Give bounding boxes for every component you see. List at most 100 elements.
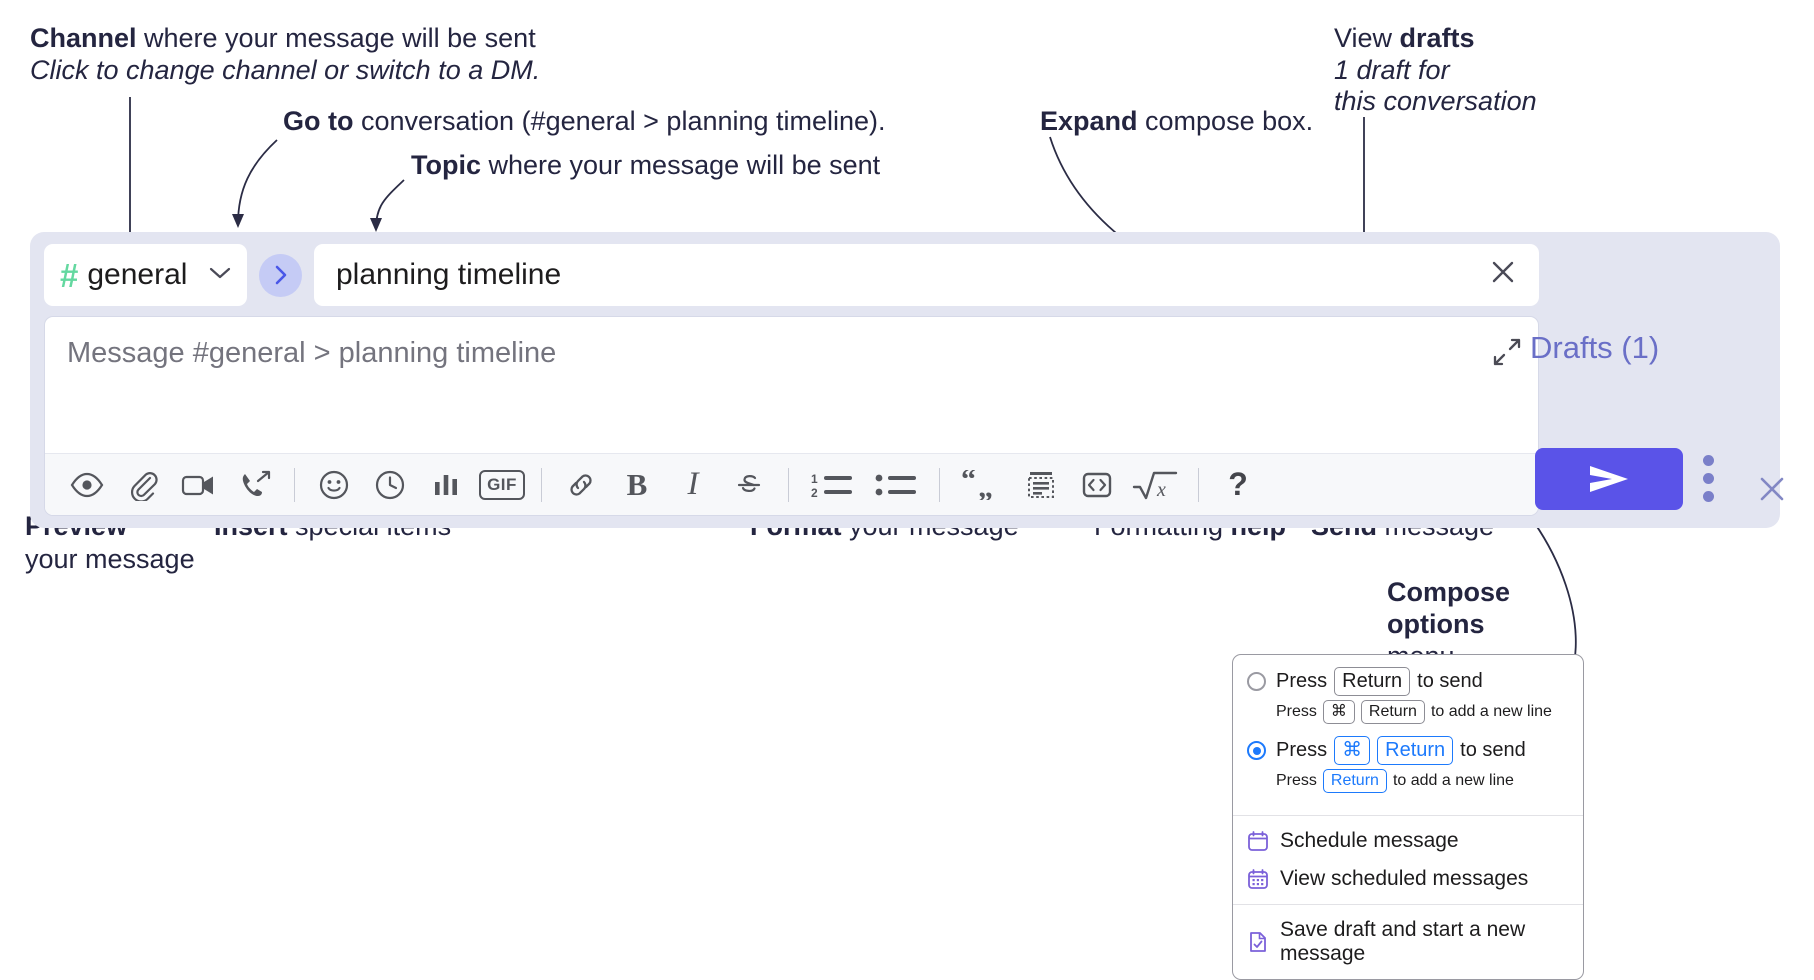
opt1-sub-key-cmd: ⌘: [1322, 700, 1355, 724]
menu-item-schedule-message[interactable]: Schedule message: [1233, 822, 1583, 860]
bold-icon[interactable]: B: [609, 457, 665, 513]
code-icon[interactable]: [1069, 457, 1125, 513]
goto-conversation-button[interactable]: [259, 253, 302, 297]
annotation-drafts-sub2: this conversation: [1334, 86, 1537, 118]
menu-item-view-scheduled[interactable]: View scheduled messages: [1233, 860, 1583, 898]
option-cmd-return-to-send-sub: Press Return to add a new line: [1276, 769, 1569, 793]
annotation-drafts-sub2-text: this conversation: [1334, 86, 1537, 116]
opt2-key-return: Return: [1377, 736, 1454, 765]
message-editor[interactable]: Message #general > planning timeline: [44, 316, 1539, 516]
toolbar-separator: [1198, 467, 1199, 502]
svg-text:x: x: [1156, 479, 1166, 501]
annotation-preview-sub: your message: [25, 544, 195, 576]
svg-text:2: 2: [811, 486, 818, 499]
menu-divider: [1233, 904, 1583, 905]
topic-input[interactable]: planning timeline: [314, 244, 1539, 306]
opt1-sub-prefix: Press: [1276, 703, 1317, 720]
toolbar-separator: [541, 467, 542, 502]
radio-selected-icon[interactable]: [1247, 741, 1266, 760]
italic-label: I: [687, 466, 699, 502]
expand-compose-icon[interactable]: [1492, 337, 1522, 372]
message-placeholder: Message #general > planning timeline: [67, 337, 557, 369]
toolbar-separator: [294, 467, 295, 502]
annotation-expand: Expand compose box.: [1040, 106, 1313, 138]
link-icon[interactable]: [553, 457, 609, 513]
clear-topic-icon[interactable]: [1483, 258, 1523, 292]
italic-icon[interactable]: I: [665, 457, 721, 513]
code-block-icon[interactable]: [1013, 457, 1069, 513]
chevron-down-icon: [209, 264, 231, 286]
formatting-help-icon[interactable]: ?: [1210, 457, 1266, 513]
channel-selector[interactable]: # general: [44, 244, 247, 306]
annotation-goto-bold: Go to: [283, 106, 354, 136]
channel-name: general: [87, 258, 188, 291]
bulleted-list-icon[interactable]: [864, 457, 928, 513]
gif-icon[interactable]: GIF: [474, 457, 530, 513]
compose-header-row: # general planning timeline: [44, 244, 1539, 306]
annotation-drafts-sub1: 1 draft for: [1334, 55, 1450, 87]
poll-icon[interactable]: [418, 457, 474, 513]
opt2-key-cmd: ⌘: [1334, 736, 1371, 765]
annotation-compose-options-l2: options: [1387, 609, 1485, 639]
svg-text:“: “: [961, 470, 976, 496]
emoji-icon[interactable]: [306, 457, 362, 513]
math-icon[interactable]: x: [1125, 457, 1187, 513]
annotation-goto: Go to conversation (#general > planning …: [283, 106, 886, 138]
annotation-drafts-bold: drafts: [1399, 23, 1475, 53]
opt2-prefix: Press: [1276, 739, 1328, 761]
opt2-suffix: to send: [1460, 739, 1526, 761]
opt2-sub-prefix: Press: [1276, 772, 1317, 789]
attachment-icon[interactable]: [115, 457, 171, 513]
annotation-drafts: View drafts: [1334, 23, 1475, 55]
strikethrough-icon[interactable]: [721, 457, 777, 513]
opt1-sub-suffix: to add a new line: [1430, 703, 1552, 720]
svg-text:„: „: [978, 471, 993, 500]
send-arrow-icon: [1590, 466, 1628, 492]
help-label: ?: [1228, 466, 1248, 502]
send-button[interactable]: [1535, 448, 1683, 510]
annotation-goto-rest: conversation (#general > planning timeli…: [353, 106, 886, 136]
clock-icon[interactable]: [362, 457, 418, 513]
annotation-expand-rest: compose box.: [1137, 106, 1314, 136]
drafts-link[interactable]: Drafts (1): [1530, 330, 1660, 365]
annotation-topic: Topic where your message will be sent: [411, 150, 880, 182]
opt1-sub-key-return: Return: [1360, 700, 1425, 724]
annotation-topic-rest: where your message will be sent: [481, 150, 881, 180]
annotation-compose-options-1: Compose: [1387, 577, 1510, 609]
radio-unselected-icon[interactable]: [1247, 672, 1266, 691]
annotation-channel-sub-text: Click to change channel or switch to a D…: [30, 55, 541, 85]
opt2-sub-suffix: to add a new line: [1392, 772, 1514, 789]
toolbar-separator: [788, 467, 789, 502]
compose-options-button[interactable]: [1703, 455, 1714, 502]
compose-inner: # general planning timeline Message #gen…: [44, 244, 1539, 516]
video-clip-icon[interactable]: [171, 457, 227, 513]
save-draft-icon: [1247, 931, 1269, 953]
kebab-dot: [1703, 473, 1714, 484]
annotation-compose-options-l1: Compose: [1387, 577, 1511, 607]
option-cmd-return-to-send[interactable]: Press ⌘ Return to send: [1247, 736, 1569, 765]
preview-icon[interactable]: [59, 457, 115, 513]
compose-options-menu: Press Return to send Press ⌘ Return to a…: [1232, 654, 1584, 980]
compose-box: # general planning timeline Message #gen…: [30, 232, 1784, 528]
option-return-to-send[interactable]: Press Return to send: [1247, 667, 1569, 696]
close-compose-icon[interactable]: [1757, 474, 1787, 510]
annotation-channel-rest: where your message will be sent: [136, 23, 536, 53]
annotation-preview-rest: your message: [25, 544, 195, 574]
option-return-to-send-sub: Press ⌘ Return to add a new line: [1276, 700, 1569, 724]
annotation-channel-sub: Click to change channel or switch to a D…: [30, 55, 540, 87]
annotation-channel-title: Channel where your message will be sent: [30, 23, 536, 55]
audio-clip-icon[interactable]: [227, 457, 283, 513]
send-shortcut-group: Press Return to send Press ⌘ Return to a…: [1233, 655, 1583, 815]
toolbar-separator: [939, 467, 940, 502]
bold-label: B: [626, 466, 648, 502]
menu-item-label: View scheduled messages: [1280, 867, 1529, 890]
annotation-drafts-sub1-text: 1 draft for: [1334, 55, 1450, 85]
blockquote-icon[interactable]: “„: [951, 457, 1013, 513]
annotation-channel-bold: Channel: [30, 23, 137, 53]
opt1-prefix: Press: [1276, 670, 1328, 692]
menu-item-save-draft[interactable]: Save draft and start a new message: [1233, 911, 1583, 973]
topic-value: planning timeline: [336, 258, 562, 291]
annotation-topic-bold: Topic: [411, 150, 481, 180]
